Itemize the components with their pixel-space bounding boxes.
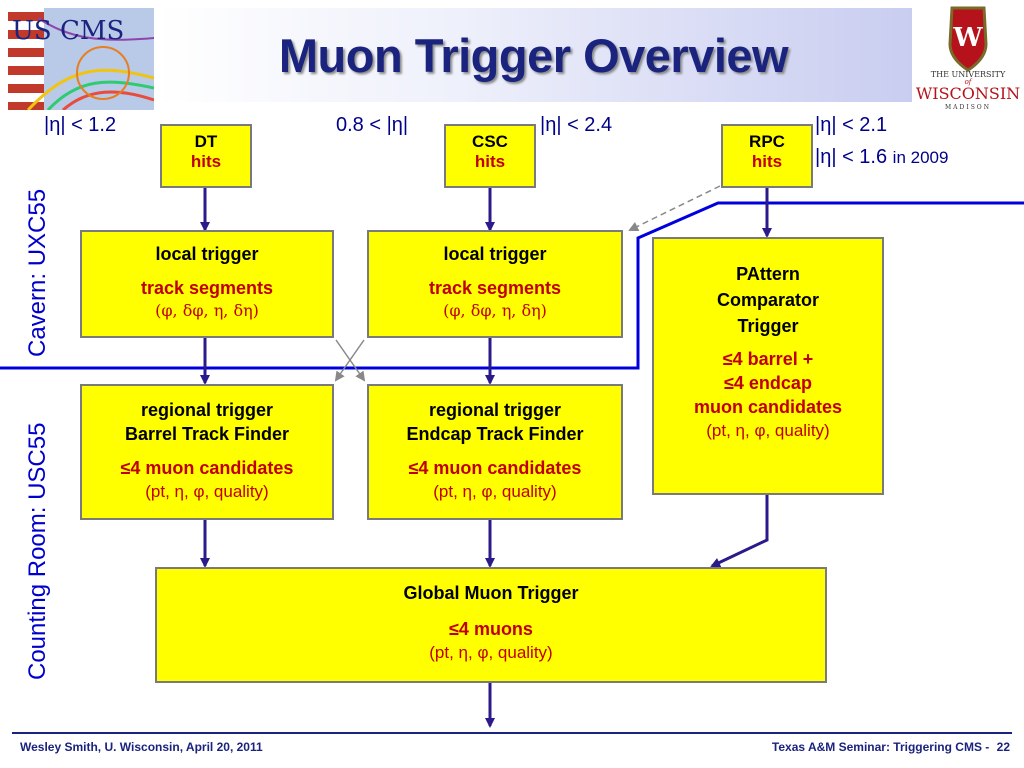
rpc-hits-box: RPC hits — [721, 124, 813, 188]
footer-left: Wesley Smith, U. Wisconsin, April 20, 20… — [20, 740, 263, 754]
cavern-label: Cavern: UXC55 — [24, 188, 51, 357]
dt-hits-box: DT hits — [160, 124, 252, 188]
regional-barrel-title: regional trigger — [140, 400, 274, 420]
eta-label-rpc-2: |η| < 1.6 in 2009 — [815, 146, 948, 169]
eta-label-rpc-2-value: |η| < 1.6 — [815, 146, 888, 168]
uw-line3: WISCONSIN — [915, 84, 1021, 103]
local-dt-title: local trigger — [155, 244, 259, 264]
side-labels: Counting Room: USC55 Cavern: UXC55 — [24, 140, 54, 680]
local-csc-params: (φ, δφ, η, δη) — [443, 301, 547, 320]
local-csc-sub: track segments — [428, 278, 562, 298]
pac-line2: Comparator — [716, 290, 819, 310]
regional-endcap-name: Endcap Track Finder — [406, 424, 584, 444]
regional-endcap-params: (pt, η, φ, quality) — [433, 482, 557, 501]
pac-cand1: ≤4 barrel + — [722, 349, 814, 369]
local-dt-params: (φ, δφ, η, δη) — [155, 301, 259, 320]
regional-barrel-cand: ≤4 muon candidates — [120, 458, 294, 478]
csc-hits-name: CSC — [472, 132, 508, 151]
rpc-hits-sub: hits — [751, 152, 783, 171]
regional-endcap-box: regional trigger Endcap Track Finder ≤4 … — [367, 384, 623, 520]
footer-right-text: Texas A&M Seminar: Triggering CMS - — [771, 740, 990, 754]
csc-hits-sub: hits — [474, 152, 506, 171]
gmt-cand: ≤4 muons — [449, 619, 533, 639]
csc-hits-box: CSC hits — [444, 124, 536, 188]
dt-hits-sub: hits — [190, 152, 222, 171]
local-trigger-dt-box: local trigger track segments (φ, δφ, η, … — [80, 230, 334, 338]
uw-logo: W THE UNIVERSITY of WISCONSIN MADISON — [912, 4, 1024, 112]
gmt-title: Global Muon Trigger — [403, 583, 579, 603]
eta-label-csc-right: |η| < 2.4 — [540, 114, 613, 136]
local-trigger-csc-box: local trigger track segments (φ, δφ, η, … — [367, 230, 623, 338]
uw-crest-icon: W — [948, 6, 988, 72]
regional-endcap-cand: ≤4 muon candidates — [408, 458, 582, 478]
eta-label-dt: |η| < 1.2 — [44, 114, 117, 136]
uscms-logo: US CMS — [8, 8, 155, 112]
pac-params: (pt, η, φ, quality) — [706, 421, 830, 440]
uw-line1: THE UNIVERSITY — [930, 70, 1006, 79]
global-muon-trigger-box: Global Muon Trigger ≤4 muons (pt, η, φ, … — [155, 567, 827, 683]
regional-endcap-title: regional trigger — [428, 400, 562, 420]
pac-line3: Trigger — [737, 316, 799, 336]
page-number: 22 — [996, 740, 1010, 754]
eta-label-rpc-2-note: in 2009 — [892, 148, 949, 167]
arrow-pac-to-gmt — [710, 495, 769, 568]
counting-room-label: Counting Room: USC55 — [24, 422, 51, 680]
gmt-params: (pt, η, φ, quality) — [429, 643, 553, 662]
pac-line1: PAttern — [736, 264, 800, 284]
pac-cand3: muon candidates — [693, 397, 843, 417]
uw-line2: of — [964, 78, 972, 86]
regional-barrel-name: Barrel Track Finder — [124, 424, 290, 444]
cross-csc-to-barrel — [334, 339, 365, 382]
footer-right: Texas A&M Seminar: Triggering CMS - 22 — [772, 740, 1010, 754]
cavern-boundary-line — [0, 201, 1024, 370]
regional-barrel-params: (pt, η, φ, quality) — [145, 482, 269, 501]
eta-label-rpc-1: |η| < 2.1 — [815, 114, 888, 136]
uw-line4: MADISON — [945, 104, 991, 111]
title-band — [155, 8, 912, 102]
dashed-rpc-to-csc-local — [628, 185, 721, 231]
uscms-logo-graphic — [8, 8, 155, 112]
local-dt-sub: track segments — [140, 278, 274, 298]
eta-label-csc-left: 0.8 < |η| — [336, 114, 409, 136]
svg-text:W: W — [952, 23, 983, 53]
pac-cand2: ≤4 endcap — [724, 373, 812, 393]
rpc-hits-name: RPC — [749, 132, 785, 151]
pac-box: PAttern Comparator Trigger ≤4 barrel + ≤… — [652, 237, 884, 495]
slide-title: Muon Trigger Overview — [278, 29, 789, 82]
dt-hits-name: DT — [194, 132, 218, 151]
local-csc-title: local trigger — [443, 244, 547, 264]
uscms-logo-text: US CMS — [12, 16, 125, 46]
regional-barrel-box: regional trigger Barrel Track Finder ≤4 … — [80, 384, 334, 520]
